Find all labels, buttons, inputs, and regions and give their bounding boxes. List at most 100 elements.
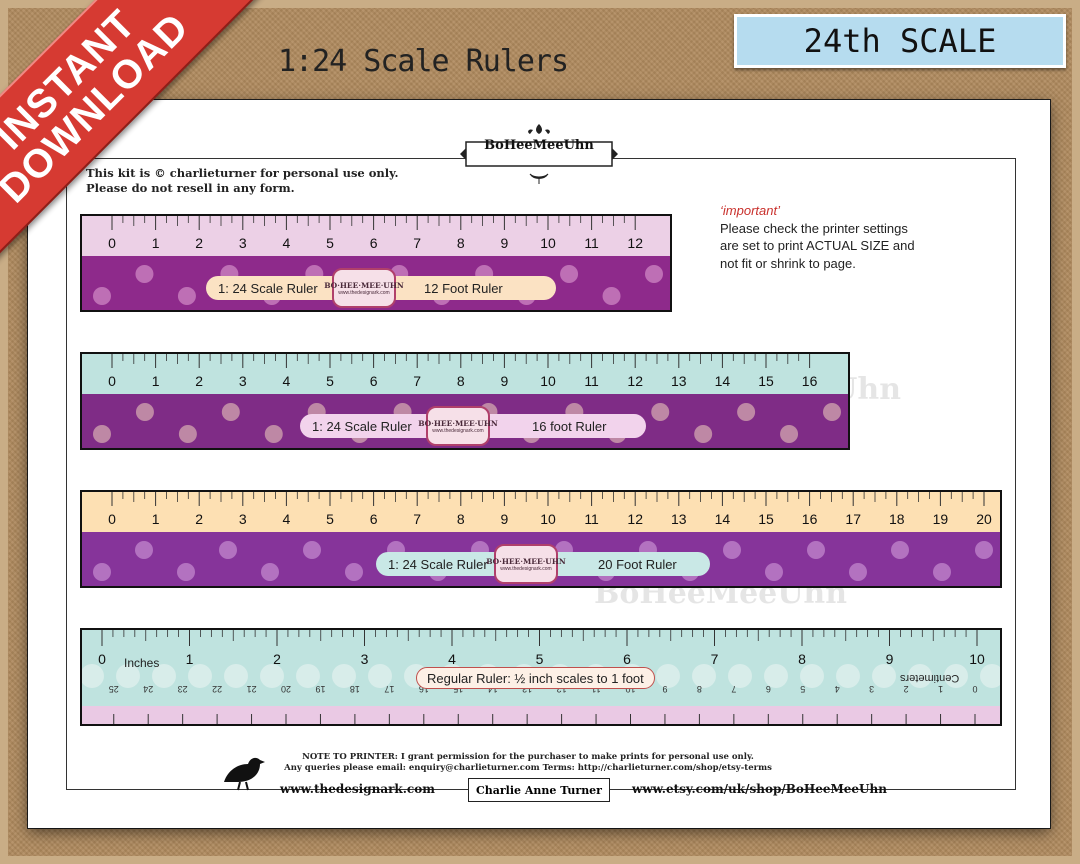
pattern-motif [260, 664, 284, 688]
pattern-motif [602, 287, 621, 305]
ruler-scale-strip [82, 354, 848, 394]
cm-label: 2 [904, 684, 909, 694]
cm-label: 22 [212, 684, 222, 694]
inch-label: 0 [98, 651, 106, 667]
tick-label: 11 [584, 235, 599, 251]
ruler-12-foot-logo: BO·HEE·MEE·UHN www.thedesignark.com [324, 268, 404, 308]
tick-label: 7 [413, 235, 421, 251]
pattern-motif [723, 541, 741, 559]
cm-label: 7 [731, 684, 736, 694]
inch-label: 7 [711, 651, 719, 667]
tick-label: 0 [108, 373, 116, 389]
inch-label: 4 [448, 651, 456, 667]
pattern-motif [764, 664, 788, 688]
tick-label: 14 [715, 511, 731, 527]
tick-label: 12 [627, 373, 643, 389]
pattern-motif [224, 664, 248, 688]
cm-label: 20 [281, 684, 291, 694]
printable-sheet: BoHeeMeeUhn BoHeeMeeUhn BoHeeMeeUhn This… [28, 100, 1050, 828]
centimeters-label: Centimeters [900, 672, 960, 684]
tick-label: 16 [802, 373, 818, 389]
cm-label: 13 [522, 684, 532, 694]
tick-label: 5 [326, 511, 334, 527]
tick-label: 13 [671, 373, 687, 389]
pattern-motif [656, 664, 680, 688]
tick-label: 6 [370, 373, 378, 389]
pattern-motif [872, 664, 896, 688]
pattern-motif [261, 563, 279, 581]
logo-text: BO·HEE·MEE·UHN [486, 556, 566, 566]
pattern-motif [651, 403, 670, 421]
cm-label: 15 [453, 684, 463, 694]
tick-label: 5 [326, 235, 334, 251]
pattern-motif [332, 664, 356, 688]
important-notice: ‘important’ Please check the printer set… [720, 202, 915, 272]
tick-label: 15 [758, 373, 774, 389]
pattern-motif [135, 541, 153, 559]
tick-label: 2 [195, 511, 203, 527]
pattern-motif [692, 664, 716, 688]
pattern-motif [177, 287, 196, 305]
cm-label: 0 [972, 684, 977, 694]
cm-label: 12 [557, 684, 567, 694]
scale-badge: 24th SCALE [734, 14, 1066, 68]
inch-label: 10 [969, 651, 985, 667]
pattern-motif [836, 664, 860, 688]
tick-label: 8 [457, 373, 465, 389]
pattern-motif [219, 541, 237, 559]
logo-text: BO·HEE·MEE·UHN [324, 280, 404, 290]
ruler-scale-strip [82, 492, 1000, 532]
bird-icon [224, 757, 265, 791]
cm-label: 5 [800, 684, 805, 694]
ruler-16-foot-logo: BO·HEE·MEE·UHN www.thedesignark.com [418, 406, 498, 446]
tick-label: 2 [195, 235, 203, 251]
tick-label: 0 [108, 511, 116, 527]
tick-label: 3 [239, 235, 247, 251]
pattern-motif [908, 664, 932, 688]
pattern-motif [694, 425, 713, 443]
pattern-motif [178, 425, 197, 443]
ruler-16-foot-length-label: 16 foot Ruler [532, 418, 607, 434]
inch-label: 6 [623, 651, 631, 667]
logo-text: BO·HEE·MEE·UHN [418, 418, 498, 428]
pattern-motif [296, 664, 320, 688]
pattern-motif [345, 563, 363, 581]
author-plate: Charlie Anne Turner [468, 778, 610, 802]
tick-label: 11 [584, 511, 599, 527]
ruler-20-foot-logo: BO·HEE·MEE·UHN www.thedesignark.com [486, 544, 566, 584]
pattern-motif [891, 541, 909, 559]
cm-label: 9 [662, 684, 667, 694]
pattern-motif [933, 563, 951, 581]
cm-label: 19 [315, 684, 325, 694]
tick-label: 1 [152, 511, 160, 527]
tick-label: 4 [283, 373, 291, 389]
brand-name: BoHeeMeeUhn [484, 138, 594, 153]
tick-label: 9 [501, 511, 509, 527]
cm-label: 8 [697, 684, 702, 694]
website-link[interactable]: www.thedesignark.com [280, 782, 435, 796]
pattern-motif [780, 425, 799, 443]
cm-label: 6 [766, 684, 771, 694]
printer-note-line-1: NOTE TO PRINTER: I grant permission for … [302, 752, 754, 762]
tick-label: 19 [933, 511, 949, 527]
important-line-3: not fit or shrink to page. [720, 255, 856, 271]
ruler-20-foot-scale-label: 1: 24 Scale Ruler [388, 556, 488, 572]
ruler-16-foot-scale-label: 1: 24 Scale Ruler [312, 418, 412, 434]
tick-label: 20 [976, 511, 992, 527]
copyright-line-1: This kit is © charlieturner for personal… [86, 166, 399, 180]
tick-label: 7 [413, 373, 421, 389]
tick-label: 14 [715, 373, 731, 389]
pattern-motif [823, 403, 841, 421]
important-heading: ‘important’ [720, 203, 780, 218]
tick-label: 9 [501, 373, 509, 389]
brand-plate: BoHeeMeeUhn [458, 122, 620, 188]
page-title: 1:24 Scale Rulers [278, 44, 569, 79]
etsy-shop-link[interactable]: www.etsy.com/uk/shop/BoHeeMeeUhn [632, 782, 887, 796]
ruler-scale-strip [82, 216, 670, 256]
tick-label: 18 [889, 511, 905, 527]
tick-label: 1 [152, 235, 160, 251]
inches-label: Inches [124, 656, 160, 670]
